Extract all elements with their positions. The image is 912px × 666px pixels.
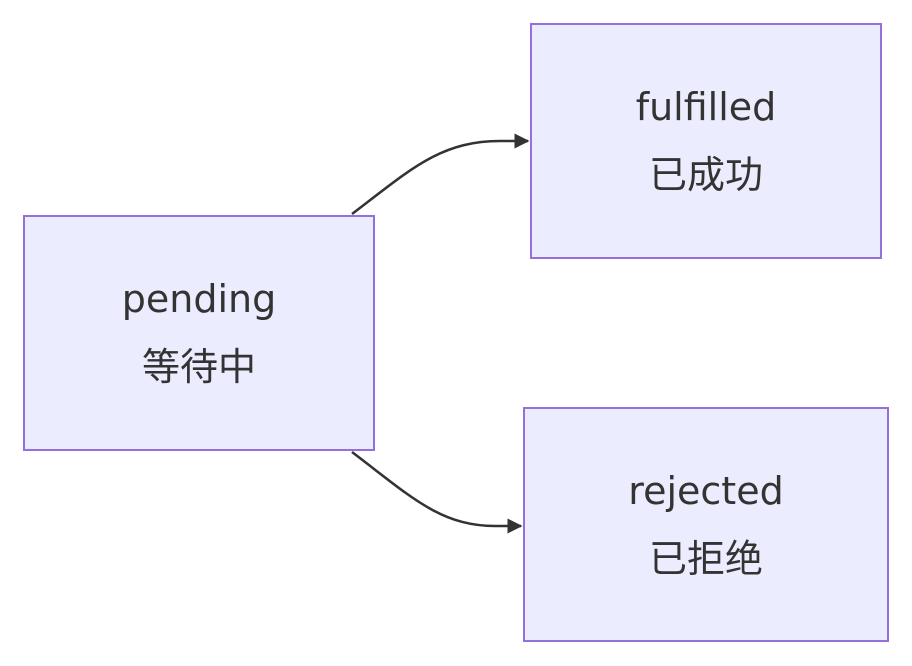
edge-pending-to-fulfilled (351, 133, 530, 215)
node-rejected-label: rejected (628, 468, 784, 513)
node-rejected: rejected 已拒绝 (523, 407, 889, 642)
node-pending-label: pending (121, 277, 277, 321)
node-fulfilled-label: fulfilled (635, 85, 777, 129)
edge-pending-to-rejected (351, 451, 523, 534)
node-rejected-sublabel: 已拒绝 (648, 536, 763, 581)
node-fulfilled: fulfilled 已成功 (530, 23, 882, 259)
node-fulfilled-sublabel: 已成功 (648, 153, 763, 197)
node-pending: pending 等待中 (23, 215, 375, 451)
node-pending-sublabel: 等待中 (141, 345, 256, 389)
